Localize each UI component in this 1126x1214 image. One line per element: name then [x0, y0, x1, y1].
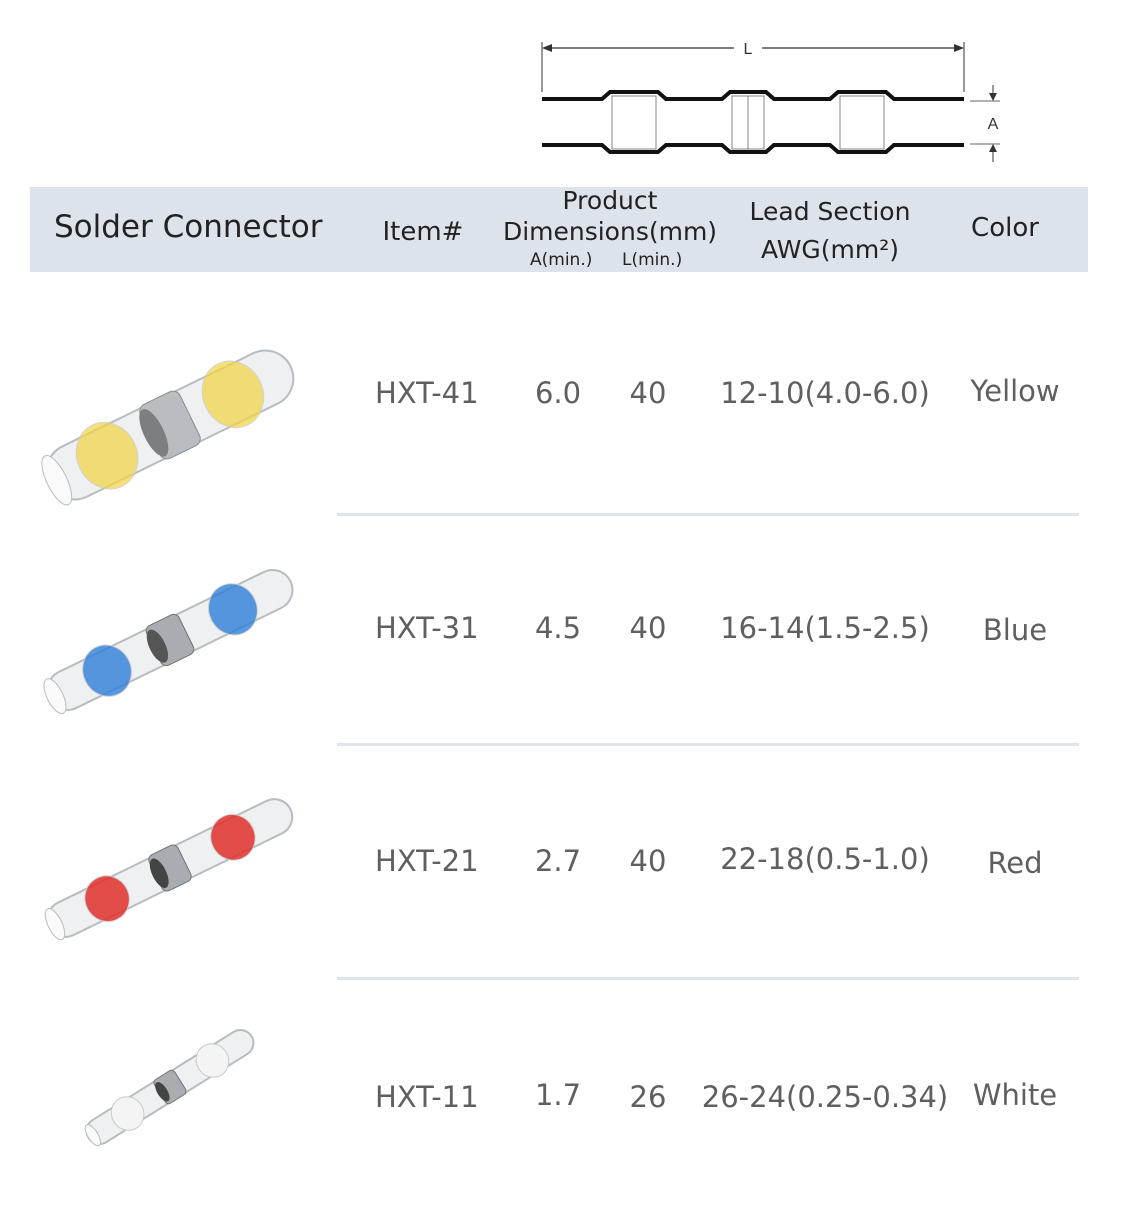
dim-a: 6.0	[534, 376, 582, 410]
dim-l: 40	[629, 376, 667, 410]
header-dim-line2: Dimensions(mm)	[502, 217, 718, 246]
color-name: Yellow	[970, 374, 1060, 408]
header-dim-line1: Product	[562, 186, 658, 215]
svg-text:A: A	[988, 116, 999, 133]
item-number: HXT-31	[375, 611, 479, 645]
table-row: HXT-31 4.5 40 16-14(1.5-2.5) Blue	[0, 515, 1126, 747]
lead-section: 22-18(0.5-1.0)	[720, 842, 930, 876]
dim-a: 2.7	[534, 844, 582, 878]
header-lead-line1: Lead Section	[749, 197, 911, 226]
header-dim-l: L(min.)	[622, 250, 683, 270]
lead-section: 12-10(4.0-6.0)	[720, 376, 930, 410]
color-name: Red	[987, 846, 1043, 880]
header-dimensions: Product Dimensions(mm) A(min.) L(min.)	[495, 185, 725, 270]
header-solder-connector: Solder Connector	[54, 209, 323, 245]
lead-section: 26-24(0.25-0.34)	[701, 1080, 949, 1114]
table-row: HXT-11 1.7 26 26-24(0.25-0.34) White	[0, 982, 1126, 1214]
dim-l: 40	[629, 611, 667, 645]
item-number: HXT-41	[375, 376, 479, 410]
row-divider	[337, 977, 1079, 980]
header-dim-a: A(min.)	[530, 250, 593, 270]
dim-l: 40	[629, 844, 667, 878]
red-connector-image	[44, 798, 294, 941]
color-name: Blue	[982, 613, 1048, 647]
dimension-diagram: L A	[530, 30, 1010, 170]
lead-section: 16-14(1.5-2.5)	[720, 611, 930, 645]
header-lead-section: Lead Section AWG(mm²)	[735, 193, 925, 269]
row-divider	[337, 513, 1079, 516]
svg-text:L: L	[744, 41, 753, 58]
table-header: Solder Connector Item# Product Dimension…	[30, 185, 1088, 272]
header-lead-line2: AWG(mm²)	[760, 235, 900, 264]
item-number: HXT-11	[375, 1080, 479, 1114]
table-row: HXT-41 6.0 40 12-10(4.0-6.0) Yellow	[0, 280, 1126, 512]
connector-schematic-icon: L A	[541, 41, 1000, 162]
header-color: Color	[971, 213, 1039, 243]
header-item: Item#	[382, 217, 464, 247]
color-name: White	[972, 1078, 1058, 1112]
item-number: HXT-21	[375, 844, 479, 878]
yellow-connector-image	[41, 349, 295, 506]
dim-l: 26	[629, 1080, 667, 1114]
dim-a: 4.5	[534, 611, 582, 645]
blue-connector-image	[43, 569, 294, 715]
table-row: HXT-21 2.7 40 22-18(0.5-1.0) Red	[0, 748, 1126, 980]
white-connector-image	[84, 1029, 255, 1147]
row-divider	[337, 743, 1079, 746]
dim-a: 1.7	[534, 1078, 582, 1112]
